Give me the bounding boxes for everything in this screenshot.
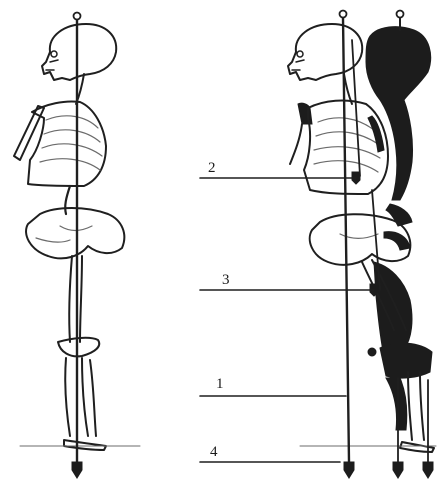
right-patella	[368, 348, 376, 356]
left-knee	[58, 338, 99, 357]
right-tibia	[408, 372, 424, 440]
right-pelvis	[310, 214, 411, 265]
left-pelvis	[26, 208, 124, 258]
left-plumb-bob	[72, 462, 82, 478]
label-3: 3	[222, 272, 230, 288]
right-plumb-line-main	[340, 11, 355, 479]
label-1-group: 1	[200, 376, 346, 396]
left-femur	[69, 256, 82, 342]
plumb-bob-knee	[393, 462, 403, 478]
right-knee-muscle	[380, 343, 432, 378]
left-lumbar	[65, 186, 70, 214]
label-2-group: 2	[200, 160, 356, 178]
left-foot	[64, 440, 106, 450]
right-skull	[288, 24, 362, 80]
label-4: 4	[210, 444, 218, 460]
left-arm	[14, 106, 44, 160]
plumb-bob-ankle	[423, 462, 433, 478]
right-skeleton	[288, 24, 436, 452]
left-ribcage	[28, 101, 106, 186]
right-arm	[290, 124, 302, 164]
label-3-group: 3	[200, 272, 374, 290]
left-plumb-line	[72, 13, 82, 479]
label-2: 2	[208, 160, 216, 176]
label-1: 1	[216, 376, 224, 392]
label-4-group: 4	[200, 444, 340, 462]
left-tibia	[65, 358, 96, 436]
right-calf	[386, 378, 407, 430]
right-plumb-bob-main	[344, 462, 354, 478]
left-skull	[42, 24, 116, 80]
